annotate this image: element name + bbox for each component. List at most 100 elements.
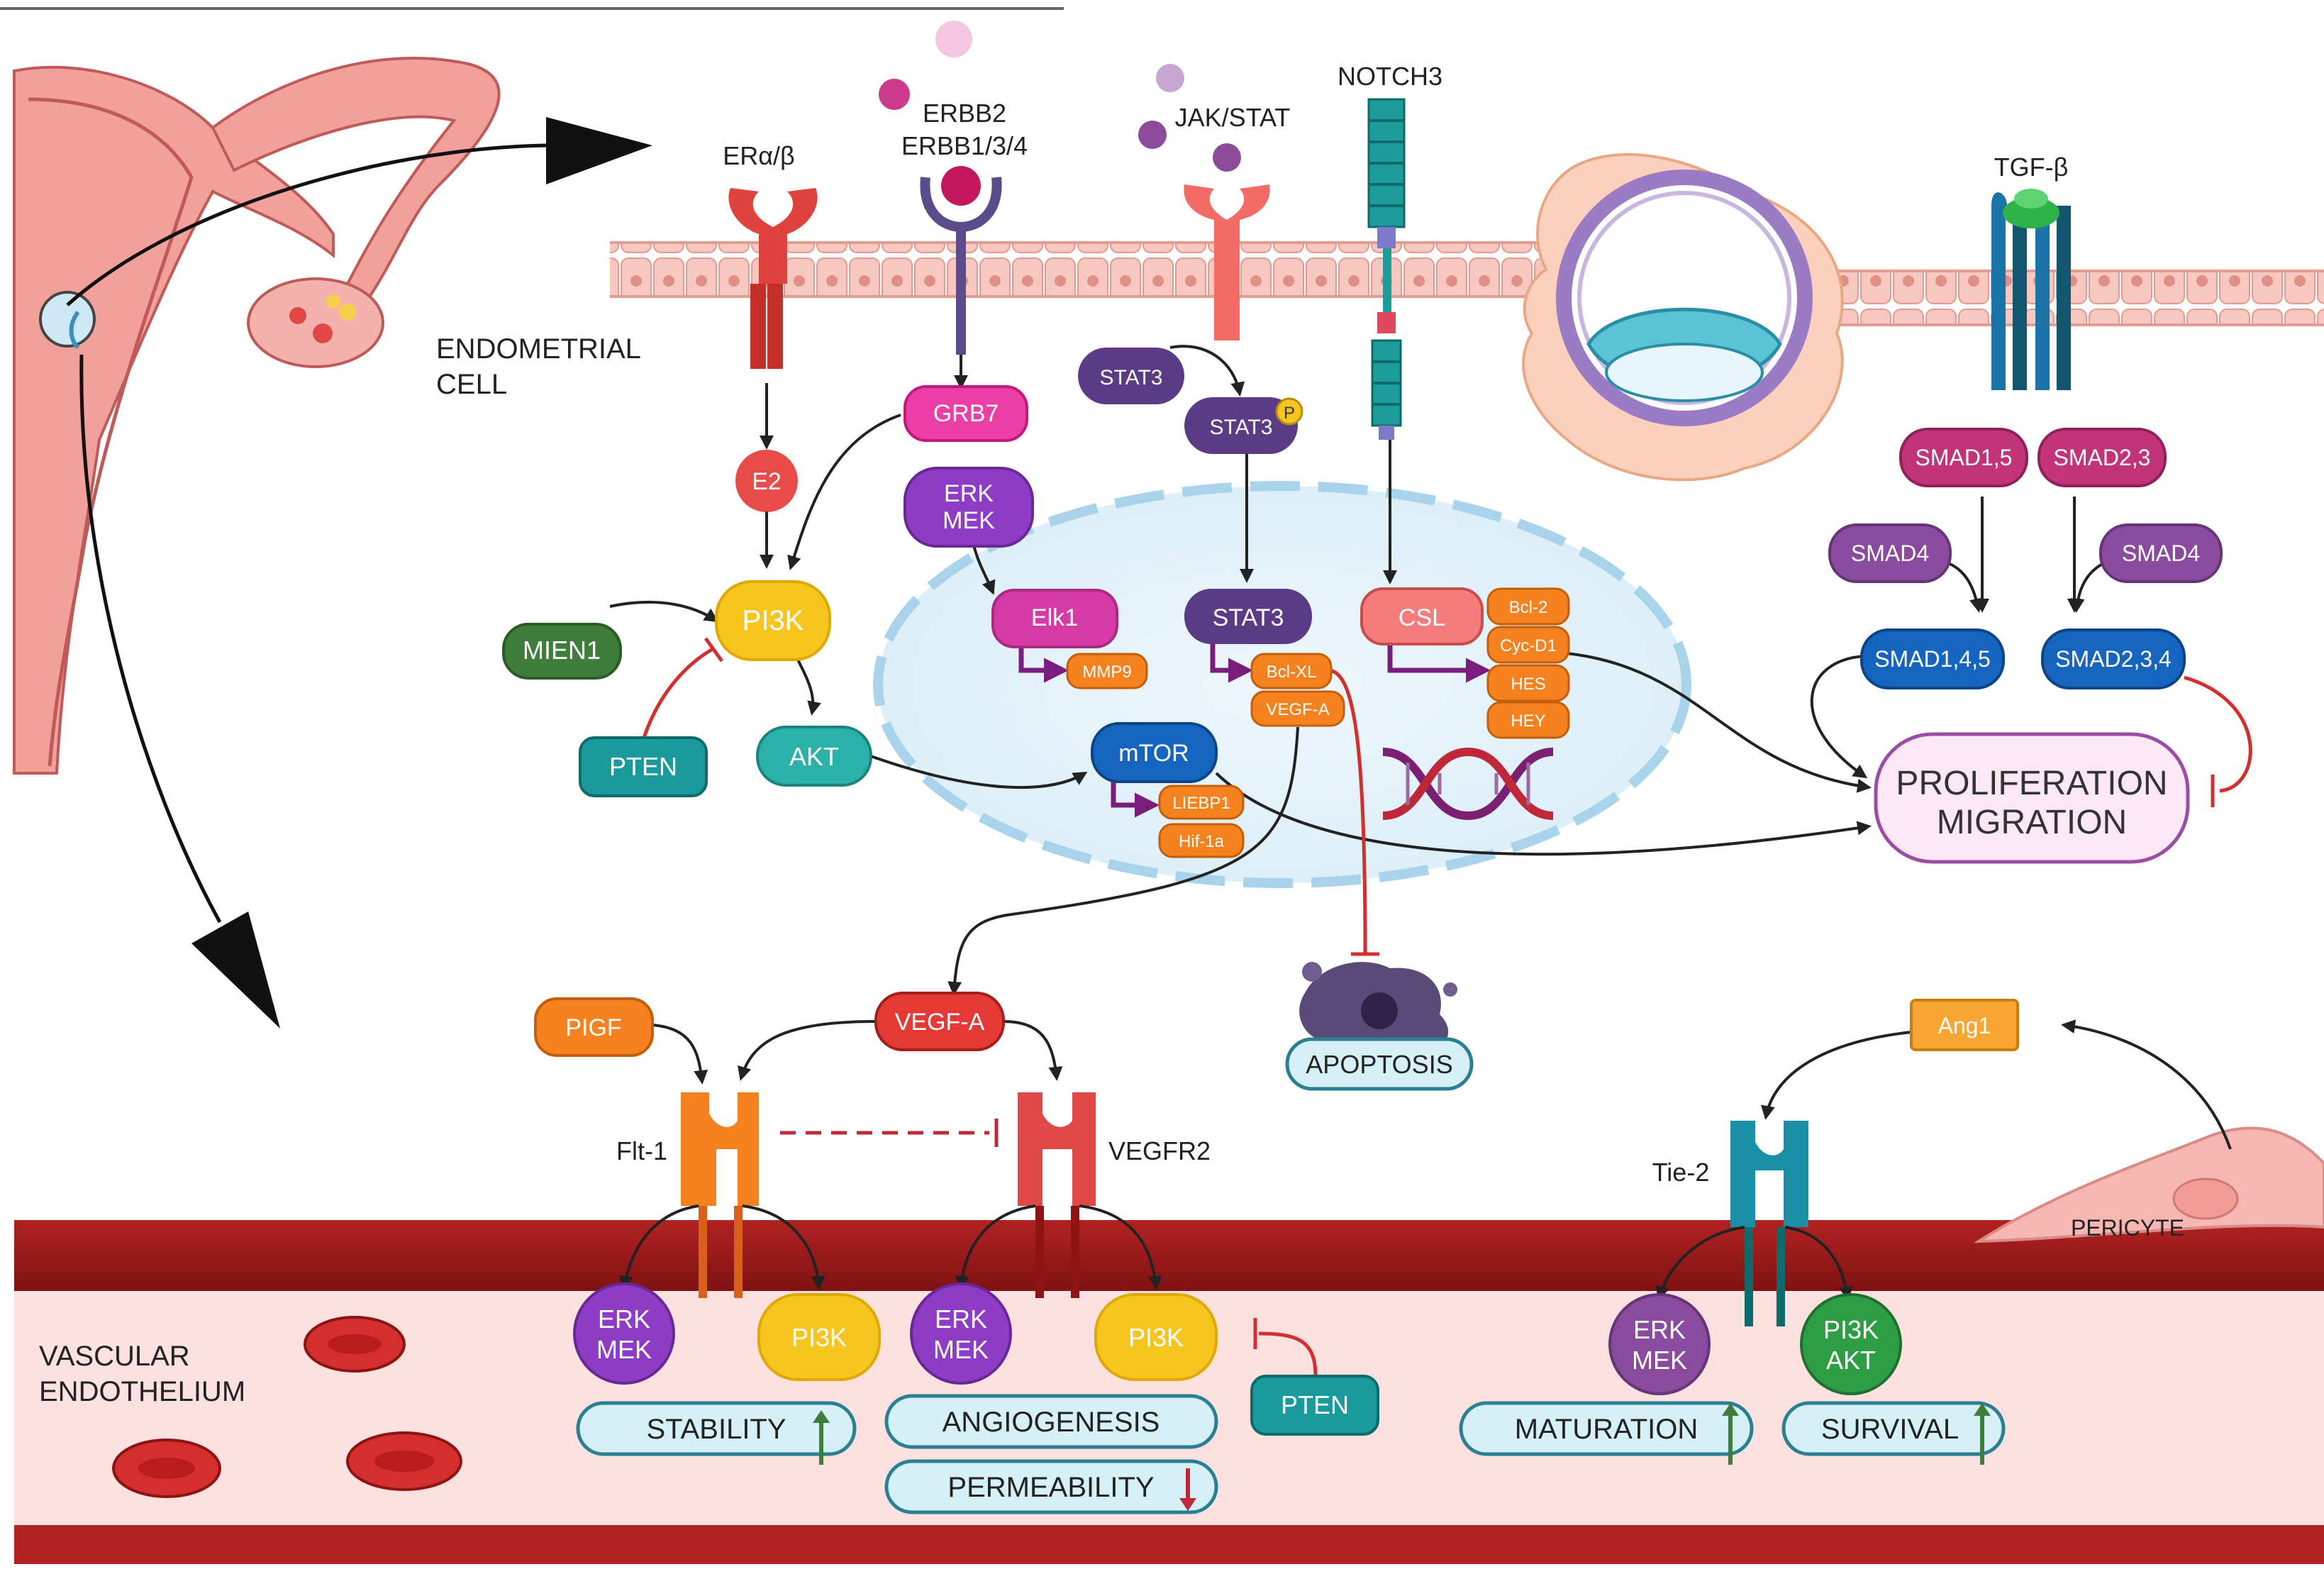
- tgfb-label: TGF-β: [1994, 153, 2069, 182]
- node-hes: HES: [1486, 664, 1570, 702]
- node-e2: E2: [735, 450, 798, 512]
- pten-bottom-text: PTEN: [1281, 1390, 1349, 1419]
- node-erk-mek-top: ERK MEK: [904, 467, 1034, 548]
- node-stat3-p: STAT3 P: [1184, 397, 1303, 454]
- csl-text: CSL: [1399, 604, 1445, 631]
- node-mmp9: MMP9: [1066, 653, 1148, 689]
- endometrial-cell-label-2: CELL: [436, 369, 507, 400]
- erbb-receptor-icon: [879, 21, 1002, 355]
- pigf-text: PIGF: [565, 1014, 621, 1041]
- smad145-text: SMAD1,4,5: [1874, 646, 1991, 672]
- node-smad15: SMAD1,5: [1899, 428, 2028, 487]
- hey-text: HEY: [1511, 711, 1545, 731]
- flt1-receptor-icon: [681, 1092, 759, 1298]
- dna-icon: [1382, 747, 1554, 821]
- gene-expression-arrows: [1018, 642, 1491, 818]
- node-cycd1: Cyc-D1: [1486, 626, 1570, 664]
- pi3k-text: PI3K: [743, 605, 804, 636]
- outcome-angiogenesis: ANGIOGENESIS: [884, 1394, 1218, 1449]
- er-label: ERα/β: [723, 141, 795, 170]
- cycd1-text: Cyc-D1: [1500, 636, 1557, 655]
- jakstat-label: JAK/STAT: [1175, 103, 1291, 132]
- vegfr2-receptor-icon: [1018, 1092, 1096, 1298]
- node-smad145: SMAD1,4,5: [1860, 628, 2005, 689]
- node-vegfa-small: VEGF-A: [1250, 690, 1345, 727]
- ang1-text: Ang1: [1938, 1013, 1991, 1038]
- erbb2-label: ERBB2: [923, 99, 1006, 128]
- node-csl: CSL: [1360, 587, 1484, 645]
- tie2-receptor-icon: [1730, 1121, 1808, 1326]
- smad4-right-text: SMAD4: [2122, 541, 2200, 566]
- pi3k-vegfr2-text: PI3K: [1128, 1323, 1184, 1352]
- vegfr2-label: VEGFR2: [1108, 1136, 1211, 1165]
- node-smad4-left: SMAD4: [1828, 523, 1952, 583]
- vascular-label-1: VASCULAR: [39, 1341, 190, 1372]
- pericyte-label: PERICYTE: [2071, 1215, 2184, 1241]
- e2-text: E2: [752, 468, 782, 495]
- inhibition-lines: [642, 637, 2252, 956]
- notch3-label: NOTCH3: [1338, 62, 1442, 91]
- hes-text: HES: [1511, 675, 1545, 694]
- outcome-maturation: MATURATION: [1459, 1401, 1754, 1465]
- node-bcl2: Bcl-2: [1486, 587, 1570, 626]
- node-akt: AKT: [756, 726, 872, 787]
- node-mien1: MIEN1: [502, 623, 622, 680]
- stat3-p-text: STAT3: [1210, 416, 1273, 439]
- node-pi3k-flt1: PI3K: [757, 1293, 881, 1381]
- node-stat3-top: STAT3: [1078, 348, 1184, 404]
- flt1-label: Flt-1: [616, 1136, 667, 1165]
- stat3-top-text: STAT3: [1100, 366, 1163, 389]
- node-liebp1: LIEBP1: [1158, 785, 1245, 820]
- bcl2-text: Bcl-2: [1509, 598, 1548, 617]
- node-apoptosis: APOPTOSIS: [1285, 1037, 1474, 1091]
- node-elk1: Elk1: [991, 589, 1118, 648]
- tie2-label: Tie-2: [1652, 1158, 1710, 1187]
- node-erk-mek-flt1: ERK MEK: [573, 1282, 675, 1385]
- endometrial-cell-label-1: ENDOMETRIAL: [436, 333, 641, 365]
- node-ang1: Ang1: [1910, 999, 2019, 1051]
- arrows-upper: [609, 345, 2128, 996]
- node-hey: HEY: [1486, 701, 1570, 739]
- proliferation-text: PROLIFERATION: [1896, 765, 2167, 802]
- elk1-text: Elk1: [1031, 604, 1078, 631]
- erk-text-flt1: ERK: [598, 1304, 650, 1334]
- node-pten-top: PTEN: [579, 736, 708, 797]
- node-pi3k-vegfr2: PI3K: [1094, 1293, 1218, 1381]
- node-erk-mek-tie2: ERK MEK: [1608, 1293, 1711, 1395]
- er-receptor-icon: [728, 188, 818, 369]
- mmp9-text: MMP9: [1082, 663, 1131, 682]
- node-hif1a: Hif-1a: [1158, 823, 1245, 858]
- pten-text: PTEN: [609, 752, 677, 781]
- vegfa-text: VEGF-A: [895, 1009, 985, 1036]
- akt-text: AKT: [789, 742, 839, 771]
- erbb134-label: ERBB1/3/4: [901, 131, 1028, 160]
- node-mtor: mTOR: [1091, 722, 1218, 783]
- liebp1-text: LIEBP1: [1172, 794, 1230, 813]
- mek-text-top: MEK: [943, 507, 995, 534]
- node-pigf: PIGF: [534, 997, 654, 1057]
- migration-text: MIGRATION: [1937, 804, 2127, 841]
- angiogenesis-text: ANGIOGENESIS: [943, 1407, 1160, 1438]
- erk-text-tie2: ERK: [1633, 1315, 1686, 1344]
- node-proliferation-migration: PROLIFERATION MIGRATION: [1874, 732, 2190, 864]
- pericyte-icon: [1973, 1126, 2324, 1243]
- apoptosis-text: APOPTOSIS: [1306, 1050, 1452, 1079]
- pi3k-flt1-text: PI3K: [791, 1323, 847, 1352]
- akt-text-tie2: AKT: [1826, 1346, 1876, 1375]
- pi3k-text-tie2: PI3K: [1823, 1315, 1879, 1344]
- mek-text-tie2: MEK: [1632, 1346, 1687, 1375]
- jakstat-receptor-icon: [1138, 64, 1270, 340]
- uterus-illustration: [13, 57, 501, 775]
- node-smad4-right: SMAD4: [2099, 523, 2223, 583]
- node-grb7: GRB7: [904, 385, 1028, 442]
- smad15-text: SMAD1,5: [1916, 445, 2013, 470]
- stat3-nuc-text: STAT3: [1213, 604, 1284, 631]
- node-bclxl: Bcl-XL: [1250, 653, 1333, 689]
- smad23-text: SMAD2,3: [2054, 445, 2151, 470]
- embryo-illustration: [1522, 153, 1844, 482]
- node-smad23: SMAD2,3: [2037, 428, 2167, 487]
- erk-text-top: ERK: [944, 480, 994, 507]
- node-pten-bottom: PTEN: [1250, 1375, 1379, 1436]
